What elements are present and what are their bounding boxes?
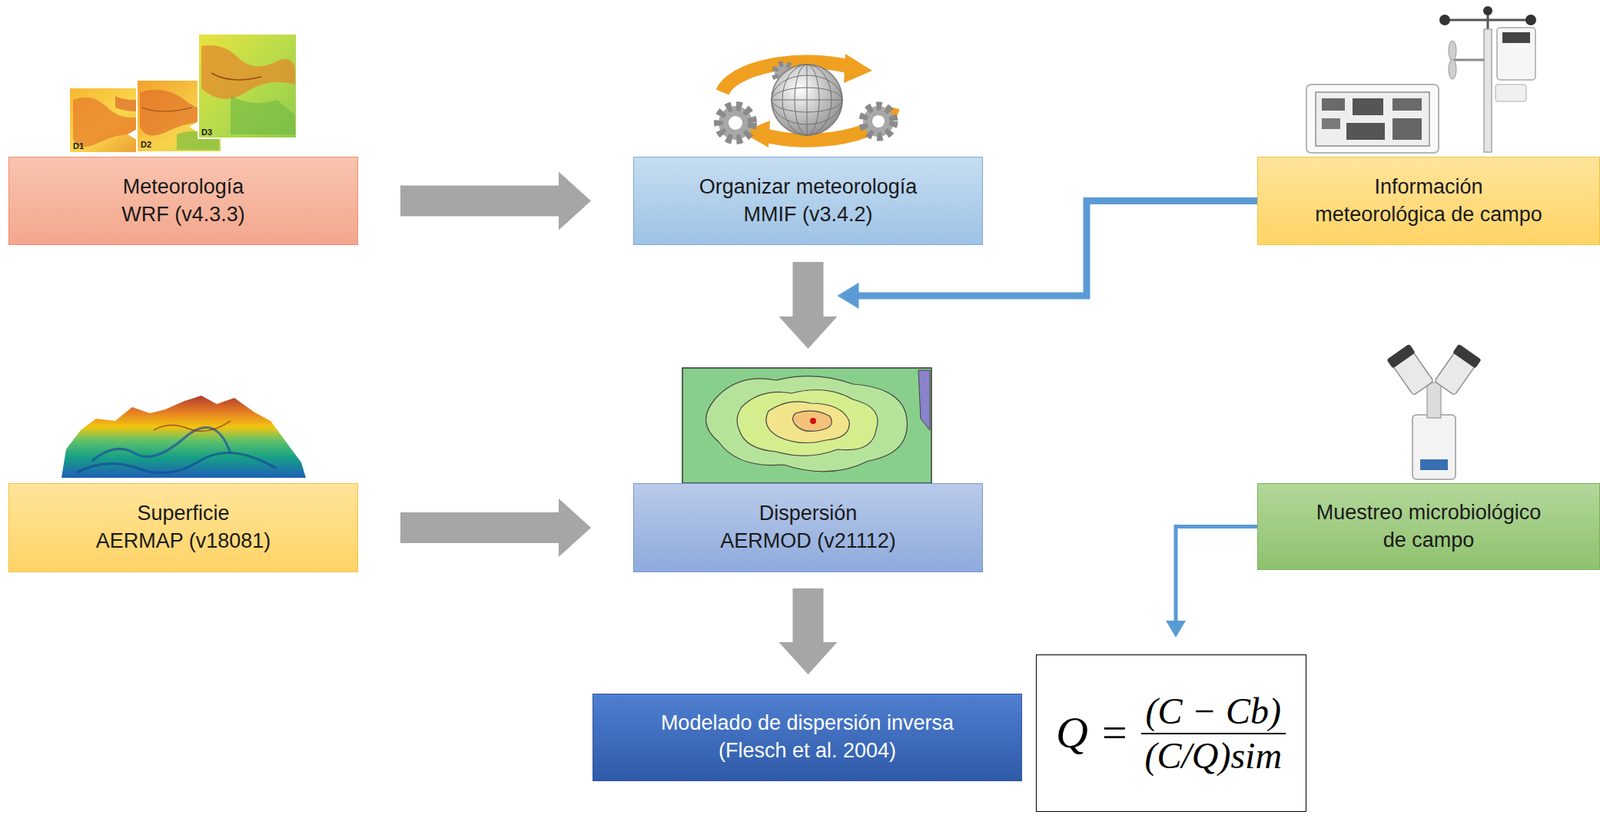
weather-station-icon-part: [1483, 6, 1493, 16]
air-sampler-icon-part: [1412, 414, 1456, 480]
weather-station-icon-part: [1448, 40, 1457, 61]
wrf-domain-maps-part: [127, 129, 137, 140]
connector-line: [1175, 527, 1258, 624]
weather-station-icon-part: [1352, 98, 1384, 116]
block-arrow: [400, 498, 591, 558]
air-sampler-icon: [1386, 344, 1481, 480]
flow-arrow: [400, 172, 591, 231]
map-domain-label: D2: [140, 139, 152, 150]
weather-station-icon-part: [1321, 118, 1341, 130]
mmif-gears-icon-part: [771, 64, 843, 136]
arrow-head: [837, 282, 860, 309]
dispersion-contour-map-part: [736, 390, 878, 457]
air-sampler-icon-part: [1427, 382, 1441, 419]
weather-station-icon-part: [1483, 29, 1492, 153]
mmif-gears-icon-part: [863, 106, 894, 137]
process-box: Dispersión AERMOD (v21112): [633, 483, 983, 573]
dispersion-contour-map: [682, 368, 932, 484]
node-text: Modelado de dispersión inversa (Flesch e…: [634, 710, 981, 766]
node-text: Información meteorológica de campo: [1311, 173, 1547, 230]
air-sampler-icon-part: [1420, 459, 1448, 471]
block-arrow: [400, 172, 591, 231]
air-sampler-icon-part: [1386, 344, 1435, 397]
node-text: Superficie AERMAP (v18081): [92, 500, 274, 556]
terrain-illustration-part: [153, 421, 231, 432]
node-text: Organizar meteorología MMIF (v3.4.2): [685, 173, 932, 230]
dispersion-contour-map-part: [918, 370, 930, 431]
formula-box: Q =(C − Cb)(C/Q)sim: [1035, 654, 1307, 813]
weather-station-icon-part: [1525, 14, 1537, 26]
air-sampler-icon-part-part: [1386, 344, 1416, 369]
dispersion-contour-map-part: [706, 376, 908, 472]
terrain-illustration-part: [61, 395, 306, 479]
weather-station-icon-part: [1306, 84, 1439, 153]
flow-arrow: [779, 588, 838, 675]
wrf-domain-maps-part: [189, 121, 199, 133]
weather-station-icon-part: [1495, 84, 1527, 102]
weather-station-icon-part: [1392, 118, 1422, 140]
wrf-domain-maps-part: [230, 96, 296, 135]
wrf-domain-maps: [69, 33, 297, 153]
weather-station-icon-part: [1439, 14, 1451, 26]
process-box: Meteorología WRF (v4.3.3): [8, 156, 359, 246]
weather-station-icon-part: [1452, 59, 1484, 62]
node-text: Muestreo microbiológico de campo: [1309, 499, 1549, 555]
dispersion-contour-map-part: [682, 368, 932, 484]
air-sampler-icon-part-part: [1452, 344, 1482, 369]
map-domain-label: D3: [201, 127, 213, 137]
input-box: Superficie AERMAP (v18081): [8, 483, 359, 573]
weather-station-icon-part: [1502, 32, 1531, 44]
weather-station-icon-part: [1497, 27, 1536, 80]
result-box: Modelado de dispersión inversa (Flesch e…: [592, 693, 1023, 782]
terrain-illustration-part: [76, 453, 277, 474]
node-text: Meteorología WRF (v4.3.3): [110, 173, 257, 230]
terrain-illustration: [61, 395, 306, 479]
node-text: Dispersión AERMOD (v21112): [714, 500, 902, 556]
block-arrow: [779, 262, 838, 349]
mmif-gears-icon-part: [872, 115, 885, 128]
mmif-gears-icon-part: [728, 116, 743, 130]
dispersion-contour-map-part: [793, 411, 833, 432]
wrf-domain-maps-part: [198, 33, 297, 139]
weather-station-icon: [1306, 6, 1537, 153]
weather-station-icon-part: [1321, 98, 1345, 111]
formula-text: (C − Cb): [1141, 690, 1286, 734]
dispersion-contour-map-part: [809, 418, 817, 425]
wrf-domain-maps-part: [201, 45, 296, 100]
mmif-gears-icon-part: [843, 53, 873, 83]
mmif-gears-icon: [718, 53, 894, 148]
weather-station-icon-part: [1346, 122, 1385, 140]
arrow-head: [1165, 620, 1186, 638]
map-domain-label: D1: [73, 141, 84, 151]
fraction: (C − Cb)(C/Q)sim: [1139, 690, 1287, 777]
formula-text: Q =: [1055, 707, 1130, 760]
flow-arrow: [779, 262, 838, 349]
mmif-gears-icon-part: [806, 64, 808, 136]
dispersion-contour-map-part: [766, 401, 850, 444]
wrf-domain-maps-part: [211, 73, 262, 80]
weather-station-icon-part: [1315, 92, 1430, 147]
formula-text: (C/Q)sim: [1139, 734, 1287, 777]
input-box: Información meteorológica de campo: [1257, 156, 1600, 246]
input-box: Muestreo microbiológico de campo: [1257, 483, 1600, 571]
air-sampler-icon-part: [1433, 344, 1482, 397]
block-arrow: [779, 588, 838, 675]
weather-station-icon-part: [1392, 98, 1422, 111]
weather-station-icon-part: [1448, 59, 1457, 80]
flow-arrow: [1165, 527, 1258, 639]
mmif-gears-icon-part: [718, 106, 753, 140]
process-box: Organizar meteorología MMIF (v3.4.2): [633, 156, 983, 246]
flow-arrow: [400, 498, 591, 558]
wrf-domain-maps-part: [142, 107, 193, 112]
